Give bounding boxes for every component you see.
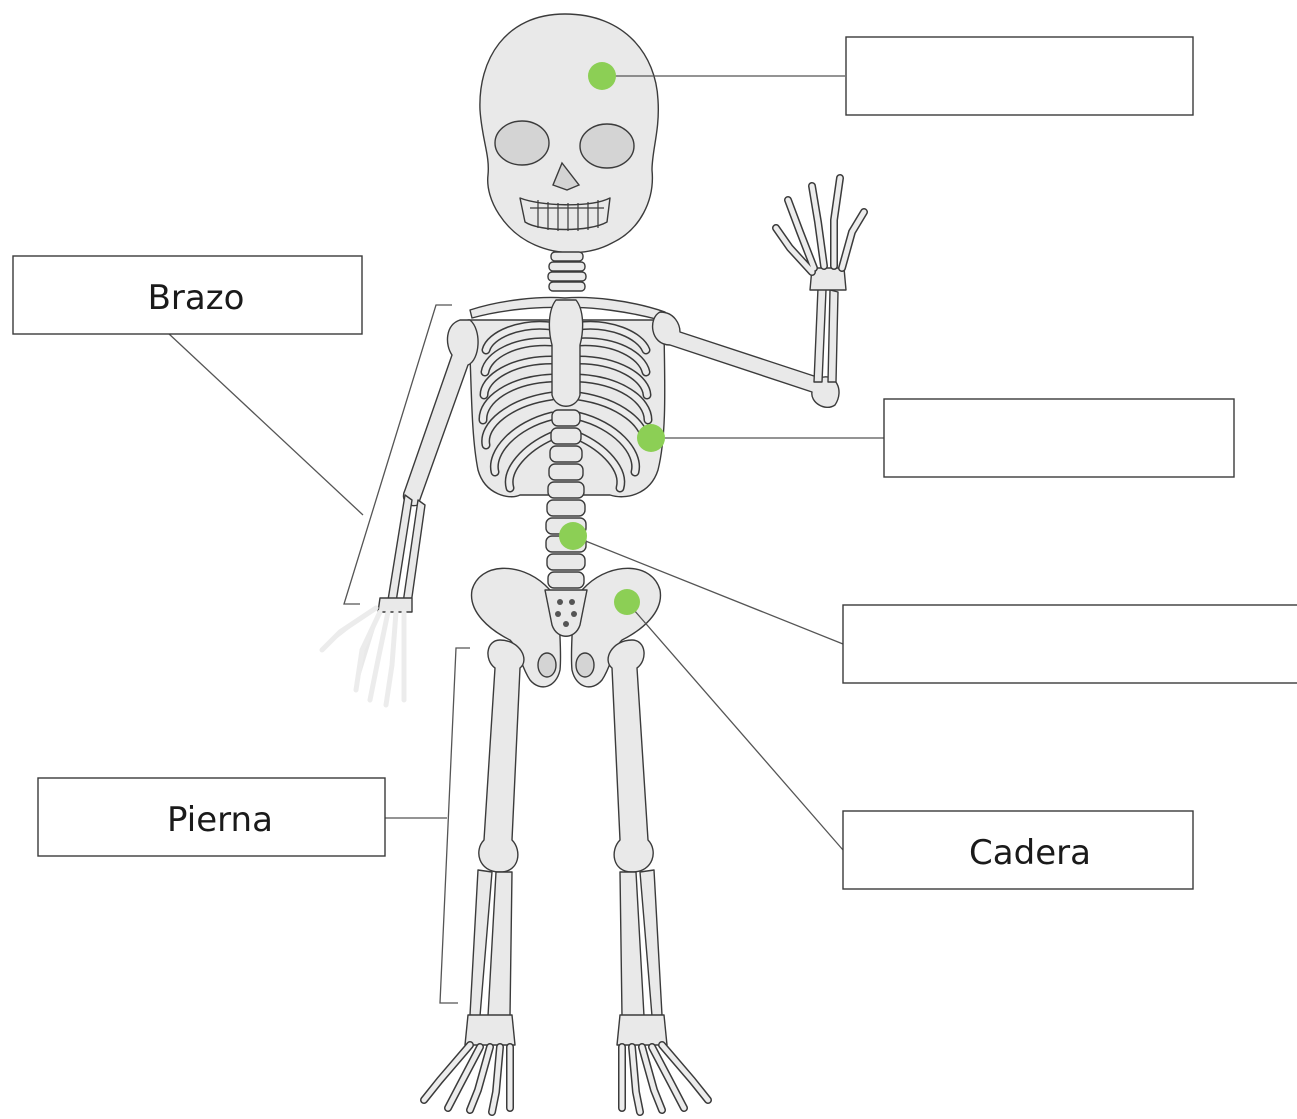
left-arm bbox=[322, 320, 478, 705]
marker-skull bbox=[588, 62, 616, 90]
right-arm bbox=[653, 178, 864, 407]
label-box-spine-empty[interactable] bbox=[843, 605, 1297, 683]
neck bbox=[548, 252, 586, 291]
label-box-skull-empty[interactable] bbox=[846, 37, 1193, 115]
marker-hip bbox=[614, 589, 640, 615]
label-cadera: Cadera bbox=[969, 833, 1091, 873]
leader-arm bbox=[168, 333, 363, 515]
label-pierna: Pierna bbox=[167, 800, 273, 840]
label-brazo: Brazo bbox=[148, 278, 245, 318]
leader-hip bbox=[627, 602, 843, 850]
marker-spine bbox=[559, 522, 587, 550]
skeleton-illustration bbox=[322, 14, 864, 1112]
left-leg bbox=[424, 640, 524, 1112]
leg-bracket bbox=[440, 648, 470, 1003]
skull bbox=[480, 14, 658, 253]
right-leg bbox=[608, 640, 708, 1112]
label-box-ribs-empty[interactable] bbox=[884, 399, 1234, 477]
marker-ribs bbox=[637, 424, 665, 452]
spine bbox=[546, 410, 586, 588]
